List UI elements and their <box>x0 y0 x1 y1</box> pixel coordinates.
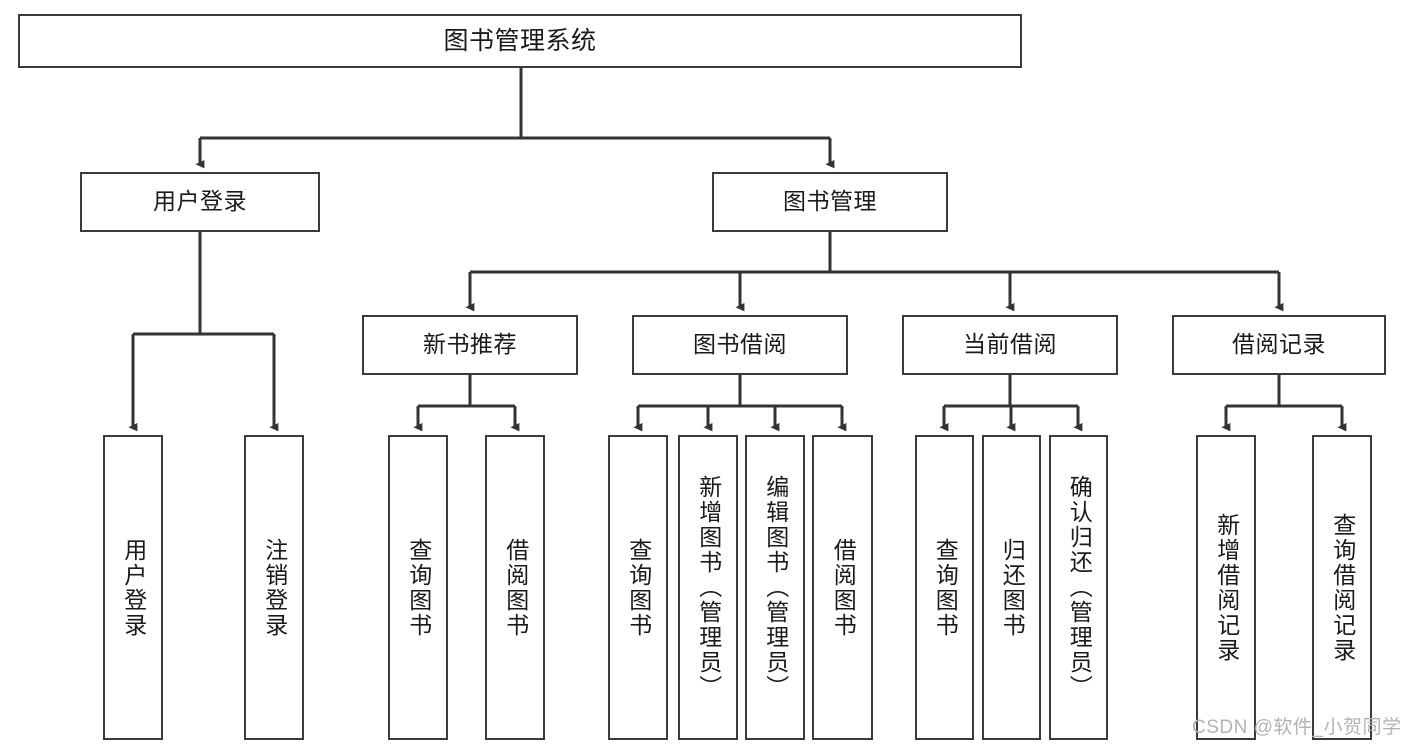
node-label: 新增图书（管理员） <box>695 475 722 700</box>
node-leaf-borrow-book-recommendation[interactable]: 借阅图书 <box>485 435 545 740</box>
node-book-management[interactable]: 图书管理 <box>712 172 948 232</box>
node-label: 图书借阅 <box>693 331 787 358</box>
node-label: 当前借阅 <box>963 331 1057 358</box>
node-leaf-confirm-return-admin[interactable]: 确认归还（管理员） <box>1049 435 1108 740</box>
node-leaf-query-borrowing-record[interactable]: 查询借阅记录 <box>1312 435 1372 740</box>
node-label: 查询借阅记录 <box>1329 512 1356 663</box>
node-leaf-query-book-current[interactable]: 查询图书 <box>915 435 974 740</box>
node-new-book-recommendation[interactable]: 新书推荐 <box>362 315 578 375</box>
node-leaf-borrow-book-borrowing[interactable]: 借阅图书 <box>812 435 873 740</box>
node-root-book-management-system[interactable]: 图书管理系统 <box>18 14 1022 68</box>
node-label: 用户登录 <box>153 188 247 215</box>
node-label: 查询图书 <box>405 537 432 638</box>
node-label: 借阅记录 <box>1232 331 1326 358</box>
node-label: 借阅图书 <box>830 537 857 638</box>
node-label: 查询图书 <box>625 537 652 638</box>
node-leaf-edit-book-admin[interactable]: 编辑图书（管理员） <box>745 435 805 740</box>
node-label: 归还图书 <box>999 537 1026 638</box>
node-label: 图书管理系统 <box>443 27 597 55</box>
csdn-watermark: CSDN @软件_小贺同学 <box>1192 717 1402 738</box>
node-leaf-query-book-recommendation[interactable]: 查询图书 <box>388 435 448 740</box>
node-current-borrowing[interactable]: 当前借阅 <box>902 315 1118 375</box>
node-label: 确认归还（管理员） <box>1066 475 1093 700</box>
node-leaf-user-login[interactable]: 用户登录 <box>103 435 163 740</box>
node-user-login[interactable]: 用户登录 <box>80 172 320 232</box>
node-label: 新增借阅记录 <box>1213 512 1240 663</box>
node-leaf-add-borrowing-record[interactable]: 新增借阅记录 <box>1196 435 1256 740</box>
node-label: 注销登录 <box>261 537 288 638</box>
node-label: 借阅图书 <box>502 537 529 638</box>
node-label: 用户登录 <box>120 537 147 638</box>
node-leaf-query-book-borrowing[interactable]: 查询图书 <box>608 435 668 740</box>
node-leaf-logout[interactable]: 注销登录 <box>244 435 304 740</box>
node-label: 图书管理 <box>783 188 877 215</box>
node-borrowing-record[interactable]: 借阅记录 <box>1172 315 1386 375</box>
node-book-borrowing[interactable]: 图书借阅 <box>632 315 848 375</box>
node-leaf-return-book[interactable]: 归还图书 <box>982 435 1041 740</box>
node-label: 新书推荐 <box>423 331 517 358</box>
node-label: 编辑图书（管理员） <box>762 475 789 700</box>
node-label: 查询图书 <box>932 537 959 638</box>
node-leaf-add-book-admin[interactable]: 新增图书（管理员） <box>678 435 738 740</box>
